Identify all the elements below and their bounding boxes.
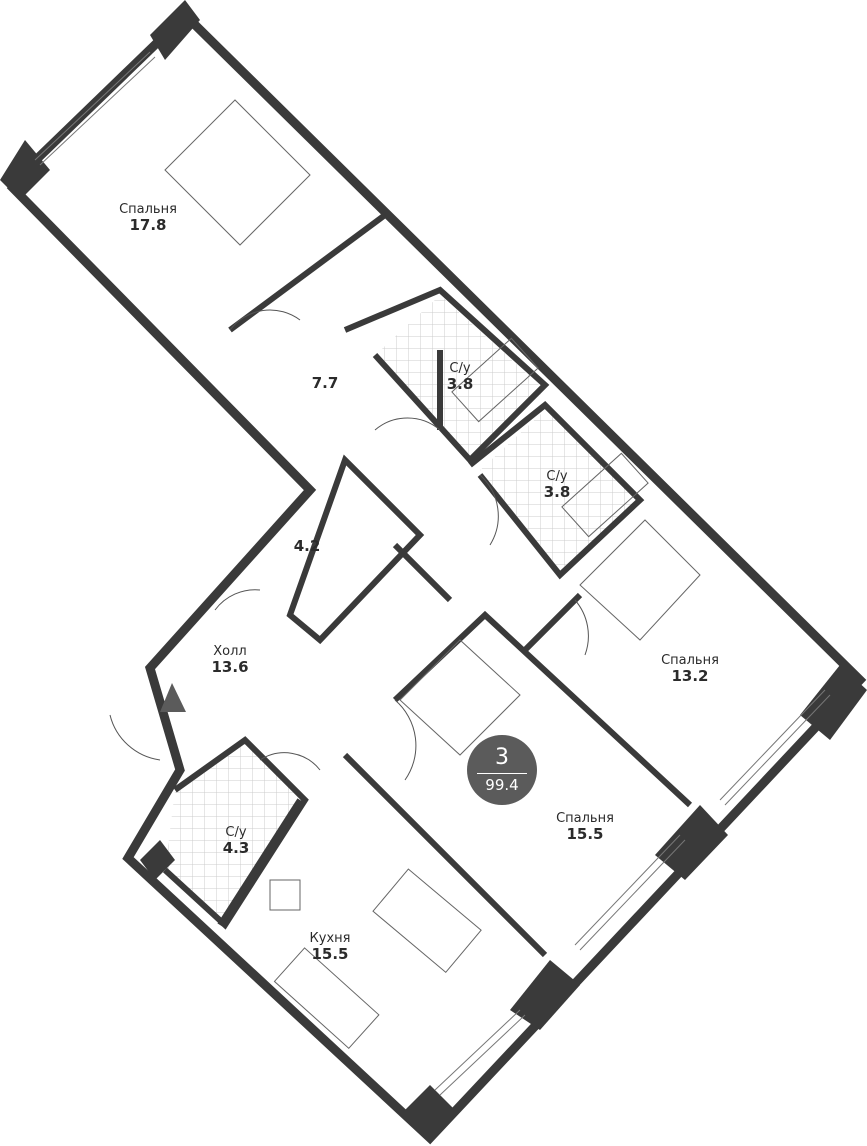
bed [579, 519, 701, 641]
room-closet: 4.2 [294, 538, 321, 554]
room-area: 15.5 [311, 945, 349, 963]
room-area: 17.8 [129, 216, 167, 234]
room-area: 7.7 [311, 374, 339, 392]
room-name: С/у [546, 469, 568, 484]
entrance-arrow-icon [160, 683, 186, 712]
room-area: 13.6 [211, 658, 249, 676]
room-name: С/у [225, 825, 247, 840]
room-area: 13.2 [671, 667, 709, 685]
room-name: Спальня [661, 653, 719, 668]
interior-walls [162, 212, 693, 958]
apartment-summary-badge: 3 99.4 [467, 735, 537, 805]
badge-divider [477, 773, 527, 774]
room-name: Холл [213, 644, 247, 659]
room-area: 4.3 [222, 839, 250, 857]
furniture [164, 99, 701, 1050]
total-area: 99.4 [485, 776, 519, 794]
room-corridor: 7.7 [312, 375, 339, 391]
doors [109, 309, 589, 781]
bathroom-floor-2 [480, 410, 640, 570]
bed [399, 639, 521, 756]
room-area: 3.8 [446, 375, 474, 393]
windows [34, 51, 831, 1096]
room-count: 3 [495, 745, 509, 770]
room-name: С/у [449, 361, 471, 376]
bathroom-floor-3 [165, 740, 305, 925]
bathroom-floor-1 [375, 295, 545, 460]
room-name: Спальня [119, 202, 177, 217]
room-name: Кухня [309, 931, 351, 946]
outer-wall [6, 5, 867, 1145]
room-name: Спальня [556, 811, 614, 826]
room-area: 4.2 [293, 537, 321, 555]
room-area: 15.5 [566, 825, 604, 843]
room-area: 3.8 [543, 483, 571, 501]
bed [164, 99, 311, 246]
